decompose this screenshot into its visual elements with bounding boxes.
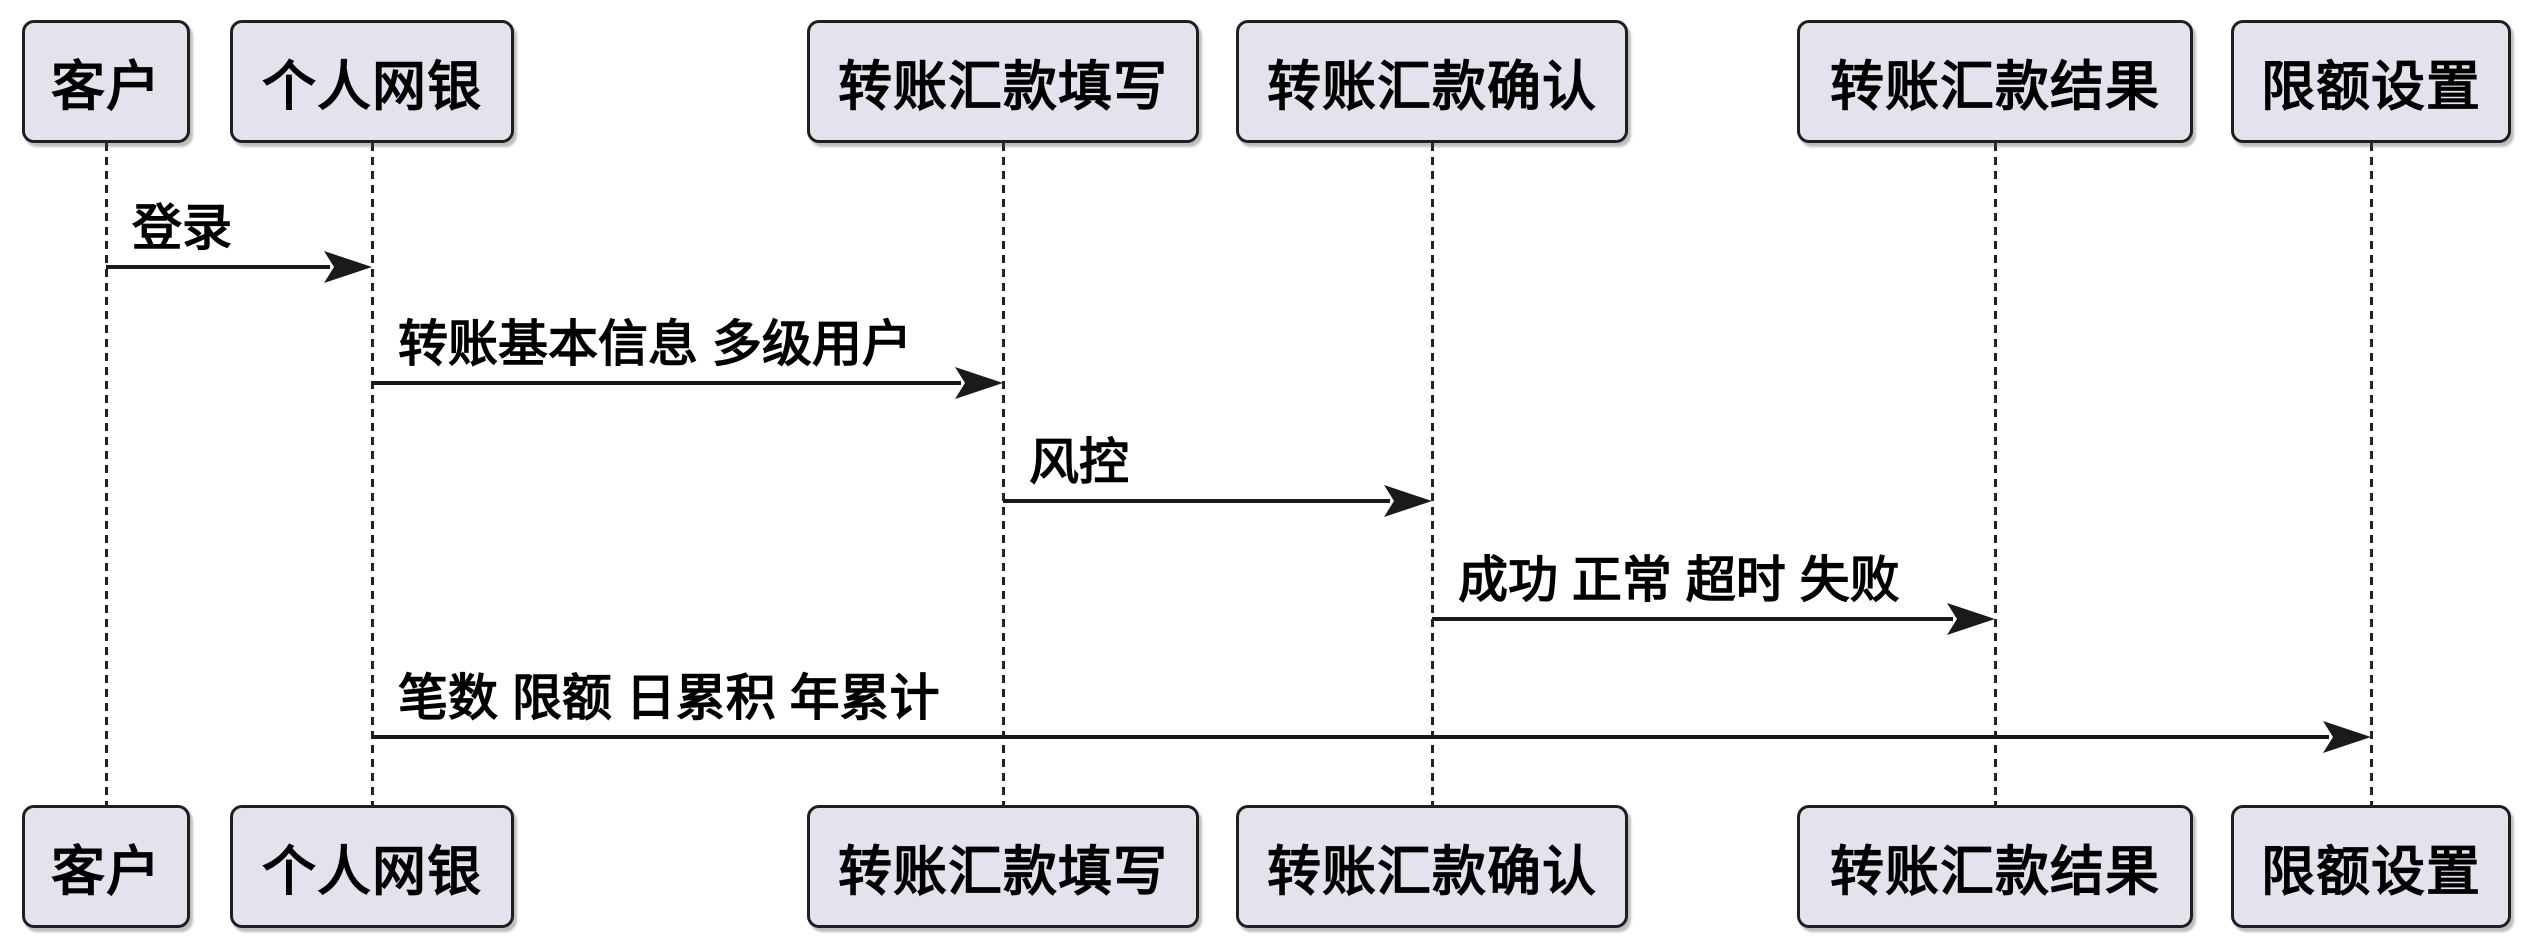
actor-lifeline-5 xyxy=(2370,143,2373,805)
actor-label: 客户 xyxy=(51,57,161,117)
actor-box-3-top: 转账汇款确认 xyxy=(1236,20,1628,143)
actor-lifeline-4 xyxy=(1994,143,1997,805)
actor-label: 转账汇款结果 xyxy=(1830,842,2160,902)
actor-box-4-bottom: 转账汇款结果 xyxy=(1797,805,2193,928)
actor-box-1-bottom: 个人网银 xyxy=(230,805,514,928)
message-line xyxy=(372,381,961,385)
arrowhead-icon xyxy=(2323,721,2371,753)
actor-box-5-bottom: 限额设置 xyxy=(2231,805,2511,928)
actor-box-0-bottom: 客户 xyxy=(22,805,190,928)
actor-label: 限额设置 xyxy=(2261,842,2481,902)
arrowhead-icon xyxy=(1947,603,1995,635)
actor-label: 转账汇款确认 xyxy=(1267,57,1597,117)
actor-label: 个人网银 xyxy=(262,842,482,902)
message-line xyxy=(1432,617,1953,621)
actor-box-0-top: 客户 xyxy=(22,20,190,143)
actor-box-2-top: 转账汇款填写 xyxy=(807,20,1199,143)
message-label: 笔数 限额 日累积 年累计 xyxy=(398,670,940,726)
message-label: 风控 xyxy=(1029,434,1129,490)
message-line xyxy=(1003,499,1390,503)
actor-label: 转账汇款填写 xyxy=(838,57,1168,117)
arrowhead-icon xyxy=(955,367,1003,399)
actor-label: 客户 xyxy=(51,842,161,902)
actor-lifeline-0 xyxy=(105,143,108,805)
message-label: 转账基本信息 多级用户 xyxy=(398,316,912,372)
actor-label: 转账汇款确认 xyxy=(1267,842,1597,902)
arrowhead-icon xyxy=(1384,485,1432,517)
actor-lifeline-3 xyxy=(1431,143,1434,805)
actor-label: 转账汇款结果 xyxy=(1830,57,2160,117)
actor-box-5-top: 限额设置 xyxy=(2231,20,2511,143)
actor-label: 限额设置 xyxy=(2261,57,2481,117)
actor-box-3-bottom: 转账汇款确认 xyxy=(1236,805,1628,928)
message-line xyxy=(372,735,2329,739)
actor-lifeline-2 xyxy=(1002,143,1005,805)
arrowhead-icon xyxy=(324,251,372,283)
message-label: 登录 xyxy=(132,200,232,256)
actor-box-4-top: 转账汇款结果 xyxy=(1797,20,2193,143)
message-label: 成功 正常 超时 失败 xyxy=(1458,552,1900,608)
actor-label: 个人网银 xyxy=(262,57,482,117)
message-line xyxy=(106,265,330,269)
actor-lifeline-1 xyxy=(371,143,374,805)
actor-box-2-bottom: 转账汇款填写 xyxy=(807,805,1199,928)
actor-box-1-top: 个人网银 xyxy=(230,20,514,143)
actor-label: 转账汇款填写 xyxy=(838,842,1168,902)
